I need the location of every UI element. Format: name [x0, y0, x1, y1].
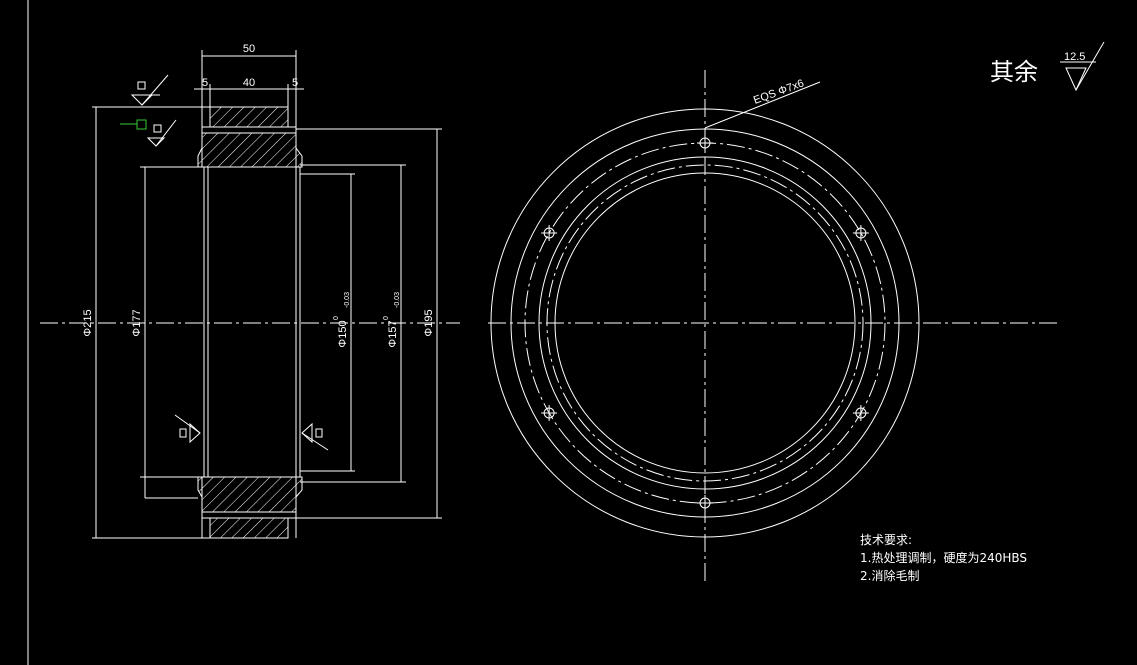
rim-width-middle-label: 40	[243, 77, 255, 89]
surface-finish-symbol-top	[130, 74, 169, 106]
rim-width-right-label: 5	[292, 77, 298, 89]
callout-leader	[704, 105, 761, 129]
rim-circle	[510, 128, 900, 518]
tech-requirement-item-2: 2.消除毛制	[860, 569, 920, 583]
top-rim-hatch	[209, 106, 289, 128]
dim-phi-177: Φ177	[131, 309, 143, 336]
surface-finish-symbol-right	[301, 422, 329, 451]
technical-requirements: 技术要求: 1.热处理调制，硬度为240HBS 2.消除毛制	[860, 531, 1027, 585]
surface-finish-symbol-top-2	[146, 119, 177, 147]
roughness-note: 其余 12.5	[990, 41, 1105, 92]
bottom-rim-hatch	[209, 517, 289, 539]
roughness-label: 其余	[990, 58, 1038, 86]
outer-circle	[490, 108, 920, 538]
dim-phi-157-tol-lower: -0.03	[394, 292, 401, 308]
section-view: 50 5 40 5 Φ215 Φ177 Φ150 0 -0.03 Φ157 0 …	[82, 43, 442, 539]
dim-phi-195: Φ195	[423, 309, 435, 336]
inner-circle-1	[538, 156, 872, 490]
roughness-value: 12.5	[1064, 51, 1085, 63]
hole-callout-label: EQS Φ7x6	[752, 77, 806, 106]
bore-circle	[554, 172, 856, 474]
tech-requirements-title: 技术要求:	[860, 533, 913, 547]
tech-requirement-item-1: 1.热处理调制，硬度为240HBS	[860, 551, 1028, 565]
dim-phi-150-tol-lower: -0.03	[344, 292, 351, 308]
rim-width-left-label: 5	[202, 77, 208, 89]
width-50-label: 50	[243, 43, 255, 55]
dim-phi-157: Φ157	[387, 320, 399, 347]
dim-phi-157-tol-upper: 0	[383, 316, 390, 320]
selection-grip	[136, 119, 147, 130]
bottom-body-hatch	[197, 476, 303, 513]
top-body-hatch	[197, 132, 303, 168]
dim-phi-215: Φ215	[82, 309, 94, 336]
dim-phi-150-tol-upper: 0	[333, 316, 340, 320]
bolt-holes	[541, 135, 869, 511]
surface-finish-symbol-left	[174, 414, 201, 444]
inner-dashed-circle	[546, 164, 864, 482]
callout-underline	[759, 81, 821, 107]
dim-phi-150: Φ150	[337, 320, 349, 347]
